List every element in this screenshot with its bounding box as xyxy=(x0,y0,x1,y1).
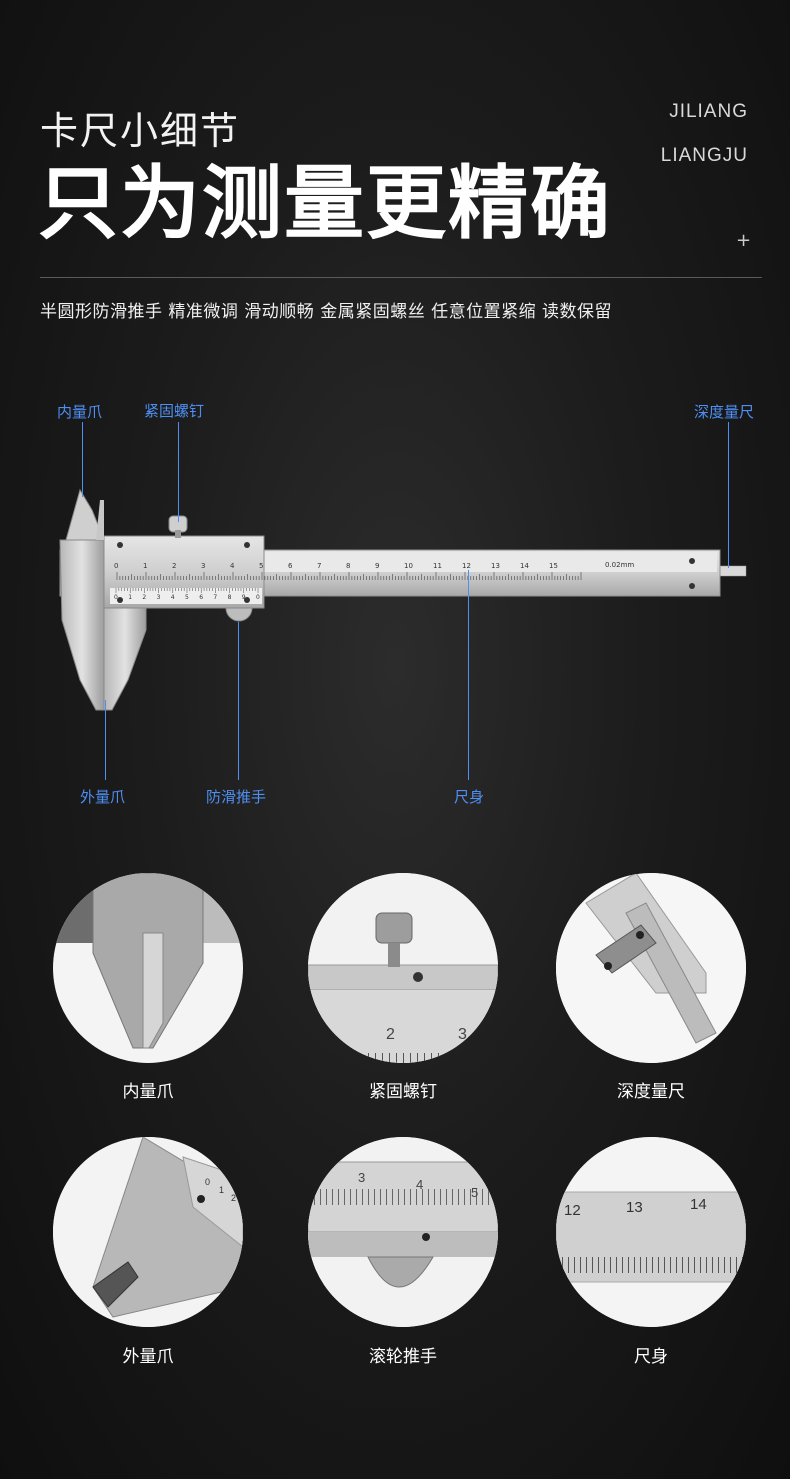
main-scale-number: 15 xyxy=(549,562,558,570)
svg-text:0: 0 xyxy=(205,1177,210,1187)
caption-inner-jaw: 内量爪 xyxy=(122,1082,174,1102)
main-scale-number: 10 xyxy=(404,562,413,570)
svg-text:12: 12 xyxy=(564,1202,581,1219)
caption-outer-jaw: 外量爪 xyxy=(122,1347,174,1367)
outer-jaw-photo: 0 1 2 xyxy=(53,1137,243,1327)
main-scale-number: 6 xyxy=(288,562,293,570)
fixed-inner-jaw xyxy=(65,488,105,541)
depth-rod-leader xyxy=(728,422,729,568)
main-scale-leader xyxy=(468,570,469,780)
label-inner-jaw: 内量爪 xyxy=(57,403,103,421)
svg-text:4: 4 xyxy=(416,1177,423,1192)
svg-text:2: 2 xyxy=(231,1193,236,1203)
caption-lock-screw: 紧固螺钉 xyxy=(369,1082,437,1102)
svg-text:2: 2 xyxy=(386,1026,395,1043)
lock-screw-photo: 2 3 xyxy=(308,873,498,1063)
subtitle: 卡尺小细节 xyxy=(40,109,241,153)
label-thumb-grip: 防滑推手 xyxy=(206,788,267,806)
svg-text:14: 14 xyxy=(690,1196,707,1213)
fixed-jaw xyxy=(59,539,105,711)
detail-roller-grip: 3 4 5 xyxy=(308,1137,498,1327)
main-scale-number: 1 xyxy=(143,562,147,570)
label-depth-rod: 深度量尺 xyxy=(694,403,755,421)
caption-depth-rod: 深度量尺 xyxy=(617,1082,685,1102)
detail-main-scale: 12 13 14 xyxy=(556,1137,746,1327)
vernier-scale-number: 9 xyxy=(242,594,246,601)
detail-inner-jaw xyxy=(53,873,243,1063)
outer-jaw-leader xyxy=(105,700,106,780)
plus-icon: + xyxy=(736,230,752,251)
brand-en-line1: JILIANG xyxy=(669,101,748,122)
detail-depth-rod xyxy=(556,873,746,1063)
divider xyxy=(40,277,762,278)
main-scale-number: 11 xyxy=(433,562,442,570)
thumb-grip-shape xyxy=(225,607,253,622)
sliding-outer-jaw xyxy=(103,607,147,711)
depth-rod-photo xyxy=(556,873,746,1063)
main-scale-number: 8 xyxy=(346,562,350,570)
svg-text:3: 3 xyxy=(358,1170,365,1185)
vernier-scale-number: 5 xyxy=(185,594,189,601)
main-scale-number: 13 xyxy=(491,562,500,570)
precision-mark: 0.02mm xyxy=(605,561,634,569)
page-title: 只为测量更精确 xyxy=(38,157,612,250)
svg-text:5: 5 xyxy=(471,1185,478,1200)
detail-outer-jaw: 0 1 2 xyxy=(53,1137,243,1327)
lock-screw-leader xyxy=(178,422,179,522)
inner-jaw-leader xyxy=(82,422,83,497)
main-scale-number: 5 xyxy=(259,562,263,570)
label-lock-screw: 紧固螺钉 xyxy=(144,402,205,420)
main-scale-number: 12 xyxy=(462,562,471,570)
vernier-scale-ticks: 0 1 2 3 4 5 6 7 8 9 0 xyxy=(114,588,260,601)
main-scale-number: 14 xyxy=(520,562,529,570)
thumb-grip-leader xyxy=(238,622,239,780)
main-scale-photo: 12 13 14 xyxy=(556,1137,746,1327)
main-scale-number: 4 xyxy=(230,562,235,570)
vernier-scale-number: 7 xyxy=(213,594,217,601)
vernier-scale-number: 3 xyxy=(157,594,161,601)
svg-text:3: 3 xyxy=(458,1026,467,1043)
svg-text:1: 1 xyxy=(219,1185,224,1195)
vernier-scale-number: 8 xyxy=(228,594,232,601)
svg-text:13: 13 xyxy=(626,1199,643,1216)
label-outer-jaw: 外量爪 xyxy=(80,788,126,806)
main-scale-number: 9 xyxy=(375,562,379,570)
inner-jaw-photo xyxy=(53,873,243,1049)
feature-list: 半圆形防滑推手 精准微调 滑动顺畅 金属紧固螺丝 任意位置紧缩 读数保留 xyxy=(40,302,613,322)
vernier-scale-number: 4 xyxy=(171,594,175,601)
detail-lock-screw: 2 3 xyxy=(308,873,498,1063)
vernier-scale-number: 1 xyxy=(128,594,132,601)
caption-roller-grip: 滚轮推手 xyxy=(369,1347,437,1367)
vernier-scale-number: 6 xyxy=(199,594,203,601)
main-scale-number: 7 xyxy=(317,562,321,570)
main-scale-number: 3 xyxy=(201,562,205,570)
label-main-scale: 尺身 xyxy=(454,788,485,806)
roller-grip-photo: 3 4 5 xyxy=(308,1137,498,1327)
vernier-scale-number: 2 xyxy=(142,594,146,601)
brand-en-line2: LIANGJU xyxy=(660,145,748,166)
vernier-scale-number: 0 xyxy=(256,594,260,601)
main-scale-number: 0 xyxy=(114,562,118,570)
main-scale-number: 2 xyxy=(172,562,176,570)
vernier-scale-number: 0 xyxy=(114,594,118,601)
caption-main-scale: 尺身 xyxy=(634,1347,668,1367)
